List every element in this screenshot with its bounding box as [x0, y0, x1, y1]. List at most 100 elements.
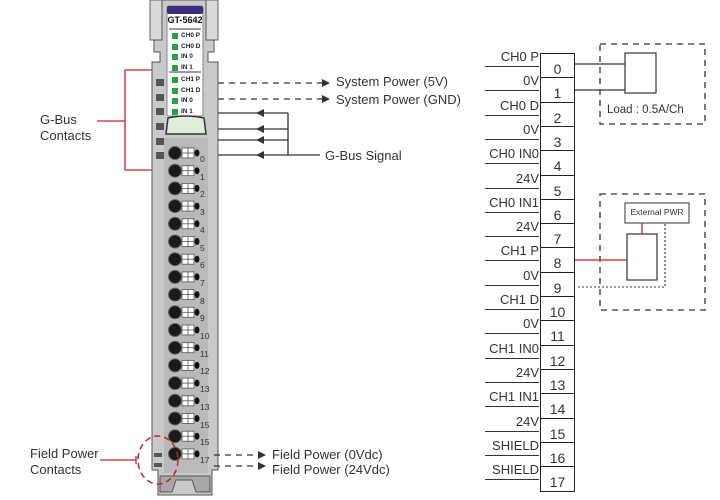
terminal-hole: [168, 234, 200, 249]
terminal-cell: 14: [540, 393, 575, 419]
module-terminal-number: 0: [200, 154, 205, 164]
terminal-signal-label: CH1 P: [485, 242, 539, 262]
status-led-label: IN 0: [181, 97, 193, 104]
status-led: [172, 108, 178, 115]
terminal-signal-label: CH1 IN1: [485, 388, 539, 408]
status-led-label: IN 1: [181, 63, 193, 71]
status-led: [172, 33, 178, 39]
status-led-label: CH1 P: [181, 76, 201, 83]
gbus-signal-arrows: [218, 109, 320, 159]
module-terminal-number: 13: [200, 401, 210, 412]
status-led-label: CH0 D: [181, 42, 201, 50]
terminal-cell: 11: [540, 320, 575, 347]
terminal-signal-label: 24V: [485, 413, 539, 432]
terminal-signal-label: CH1 IN0: [485, 340, 539, 359]
terminal-hole: [168, 199, 200, 214]
terminal-cell: 12: [540, 344, 575, 371]
external-pwr-label: External PWR: [630, 207, 684, 217]
terminal-cell: 9: [540, 271, 575, 298]
terminal-signal-label: CH0 IN1: [485, 194, 539, 213]
status-led: [172, 54, 178, 60]
terminal-hole: [168, 393, 200, 408]
field-power-contacts-line1: Field Power: [30, 446, 99, 461]
terminal-signal-label: CH0 IN0: [485, 145, 539, 165]
load-circuit: [575, 43, 706, 125]
system-power-arrows: [218, 79, 330, 103]
status-led: [172, 98, 178, 104]
terminal-cell: 10: [540, 296, 575, 322]
module-terminal-number: 3: [200, 207, 205, 218]
module-terminal-number: 7: [200, 277, 205, 288]
terminal-hole: [168, 146, 200, 160]
terminal-hole: [168, 305, 200, 320]
terminal-hole: [168, 358, 200, 373]
terminal-cell: 2: [540, 101, 575, 128]
terminal-cell: 8: [540, 247, 575, 274]
terminal-hole: [168, 323, 200, 337]
field-power-contacts-line2: Contacts: [30, 462, 82, 477]
module-terminal-number: 17: [200, 454, 210, 465]
terminal-holes: [168, 146, 200, 461]
module-terminal-number: 12: [200, 366, 210, 377]
terminal-hole: [168, 411, 200, 426]
terminal-hole: [168, 252, 200, 267]
terminal-signal-label: CH0 D: [485, 97, 539, 116]
terminal-signal-label: 0V: [485, 121, 539, 140]
terminal-cell: 13: [540, 368, 575, 395]
terminal-hole: [168, 287, 200, 302]
status-led: [172, 43, 178, 50]
field-power-contacts-label: Field Power Contacts: [30, 446, 99, 478]
terminal-hole: [168, 163, 200, 178]
terminal-cell: 1: [540, 77, 575, 104]
terminal-hole: [168, 376, 200, 391]
system-power-gnd-label: System Power (GND): [336, 92, 461, 107]
terminal-signal-label: SHIELD: [485, 437, 539, 456]
terminal-signal-label: 24V: [485, 170, 539, 189]
io-module: [149, 0, 219, 496]
terminal-signal-label: SHIELD: [485, 461, 539, 481]
module-terminal-number: 9: [200, 313, 205, 324]
status-led-label: CH1 D: [181, 86, 201, 94]
terminal-signal-label: CH1 D: [485, 291, 539, 310]
terminal-hole: [168, 216, 200, 231]
terminal-cell: 7: [540, 223, 575, 249]
module-terminal-number: 13: [200, 384, 210, 395]
field-power-24v-label: Field Power (24Vdc): [272, 462, 390, 477]
field-power-callout: [100, 435, 266, 485]
module-terminal-number: 8: [200, 295, 205, 306]
load-label: Load : 0.5A/Ch: [607, 104, 684, 116]
terminal-signal-label: 24V: [485, 364, 539, 383]
terminal-cell: 17: [540, 466, 575, 492]
gbus-contacts-line1: G-Bus: [40, 112, 77, 127]
terminal-cell: 6: [540, 198, 575, 225]
terminal-signal-label: 0V: [485, 315, 539, 335]
status-led: [172, 64, 178, 71]
terminal-cell: 3: [540, 125, 575, 152]
module-model-label: GT-5642: [167, 15, 203, 25]
terminal-cell: 4: [540, 150, 575, 176]
terminal-signal-label: CH0 P: [485, 48, 539, 67]
module-terminal-number: 2: [200, 189, 205, 200]
system-power-5v-label: System Power (5V): [336, 74, 448, 89]
terminal-cell: 0: [540, 53, 575, 79]
module-terminal-number: 6: [200, 260, 205, 271]
status-led: [172, 87, 178, 94]
field-power-0v-label: Field Power (0Vdc): [272, 447, 383, 462]
module-terminal-number: 1: [200, 171, 205, 182]
terminal-hole: [168, 429, 200, 444]
terminal-signal-label: 0V: [485, 72, 539, 92]
terminal-signal-label: 0V: [485, 267, 539, 286]
terminal-hole: [168, 340, 200, 355]
status-led: [172, 77, 178, 83]
module-terminal-number: 5: [200, 242, 205, 253]
terminal-cell: 16: [540, 441, 575, 468]
terminal-hole: [168, 269, 200, 284]
status-led-label: IN 0: [181, 53, 193, 60]
module-terminal-number: 10: [200, 331, 210, 341]
gbus-contact-pads: [156, 79, 164, 159]
status-led-label: CH0 P: [181, 32, 201, 39]
module-terminal-number: 4: [200, 224, 205, 235]
status-led-label: IN 1: [181, 107, 193, 115]
external-power-circuit: [575, 193, 706, 311]
